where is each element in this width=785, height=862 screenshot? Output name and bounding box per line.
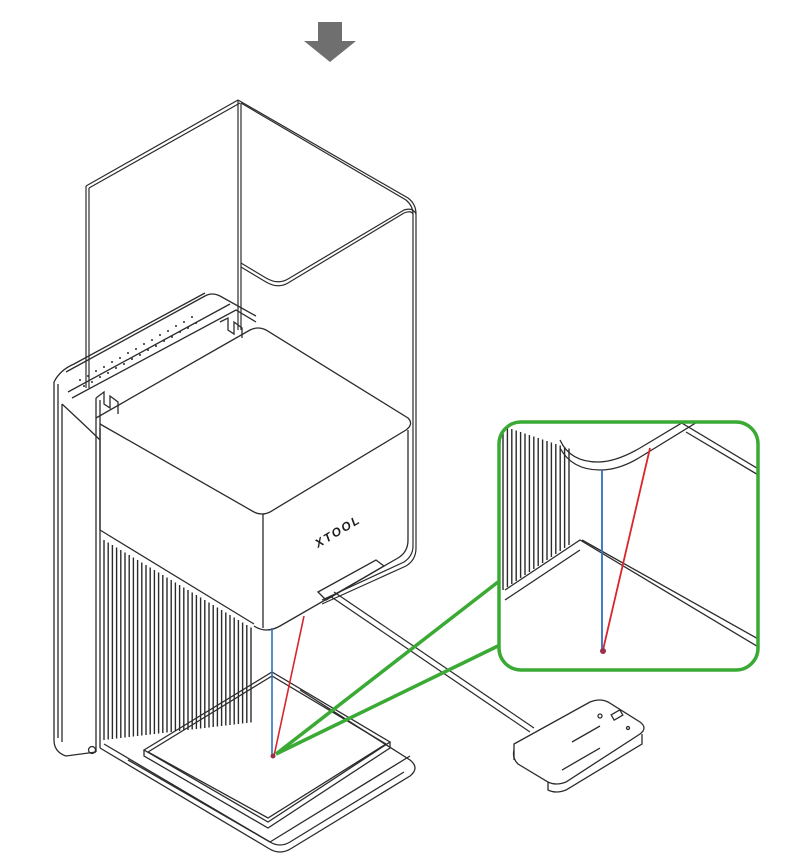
brand-logo-text: XTOOL [311, 512, 363, 551]
lid-frame [85, 99, 417, 605]
zoom-callout-lines [274, 580, 500, 756]
zoom-inset [497, 420, 760, 672]
controller-box [512, 699, 645, 793]
cable [329, 591, 535, 733]
machine-body [53, 292, 412, 757]
vent-holes [79, 316, 197, 387]
brand-logo: XTOOL [311, 512, 363, 551]
arrow-down-icon [304, 22, 356, 62]
zoom-callout [497, 420, 760, 672]
focus-point-marker [270, 753, 276, 759]
laser-beams-main [271, 615, 305, 757]
heat-sink-fins [103, 540, 252, 740]
work-base [99, 671, 416, 853]
